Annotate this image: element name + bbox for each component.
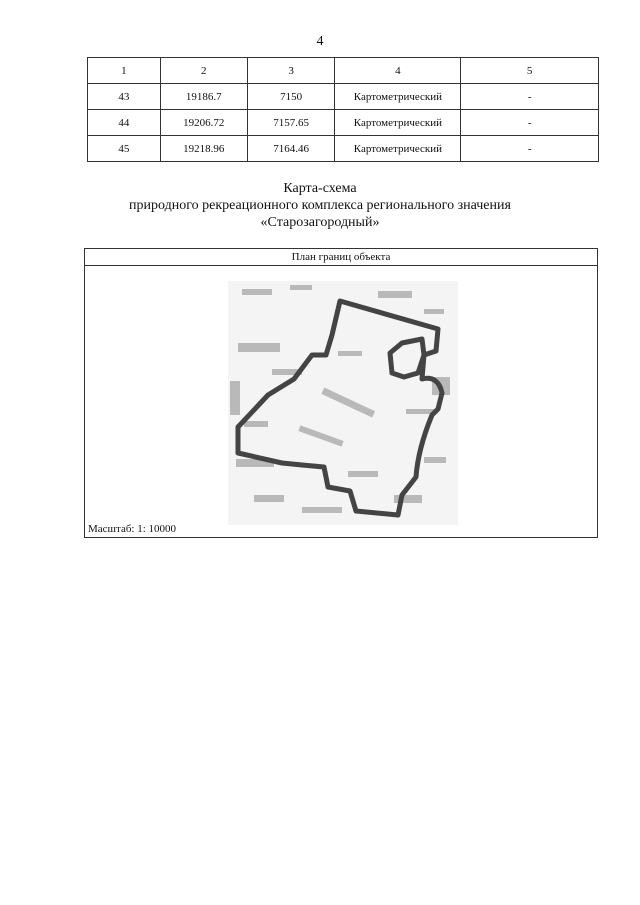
table-row: 43 19186.7 7150 Картометрический - xyxy=(87,83,599,110)
table-row: 45 19218.96 7164.46 Картометрический - xyxy=(87,135,599,162)
object-boundary xyxy=(235,298,445,518)
table-cell: Картометрический xyxy=(334,135,462,162)
object-boundary-inner xyxy=(387,336,427,380)
table-cell: 7164.46 xyxy=(246,135,336,162)
table-cell: 43 xyxy=(87,83,161,110)
table-cell: - xyxy=(460,135,599,162)
table-cell: - xyxy=(460,109,599,136)
coordinates-table: 1 2 3 4 5 43 19186.7 7150 Картометрическ… xyxy=(87,57,599,162)
boundary-map-image xyxy=(228,281,458,525)
table-cell: 19206.72 xyxy=(159,109,248,136)
table-cell: 44 xyxy=(87,109,161,136)
map-scale: Масштаб: 1: 10000 xyxy=(88,523,177,535)
table-cell: 7150 xyxy=(246,83,336,110)
map-frame: План границ объекта Масштаб: 1: 10 xyxy=(84,248,598,538)
title-line-1: Карта-схема xyxy=(283,181,357,196)
table-row: 44 19206.72 7157.65 Картометрический - xyxy=(87,109,599,136)
title-line-2: природного рекреационного комплекса реги… xyxy=(129,198,511,213)
table-header-cell: 4 xyxy=(334,57,462,84)
table-header-cell: 2 xyxy=(159,57,248,84)
table-header-cell: 5 xyxy=(460,57,599,84)
table-cell: Картометрический xyxy=(334,83,462,110)
map-header: План границ объекта xyxy=(85,249,597,266)
table-header-cell: 3 xyxy=(246,57,336,84)
table-cell: 7157.65 xyxy=(246,109,336,136)
table-cell: 19186.7 xyxy=(159,83,248,110)
page-number: 4 xyxy=(316,34,324,49)
table-header-cell: 1 xyxy=(87,57,161,84)
table-cell: Картометрический xyxy=(334,109,462,136)
document-title: Карта-схема природного рекреационного ко… xyxy=(0,180,640,231)
table-cell: 45 xyxy=(87,135,161,162)
table-cell: 19218.96 xyxy=(159,135,248,162)
title-line-3: «Старозагородный» xyxy=(260,215,380,230)
table-header-row: 1 2 3 4 5 xyxy=(87,57,599,84)
table-cell: - xyxy=(460,83,599,110)
